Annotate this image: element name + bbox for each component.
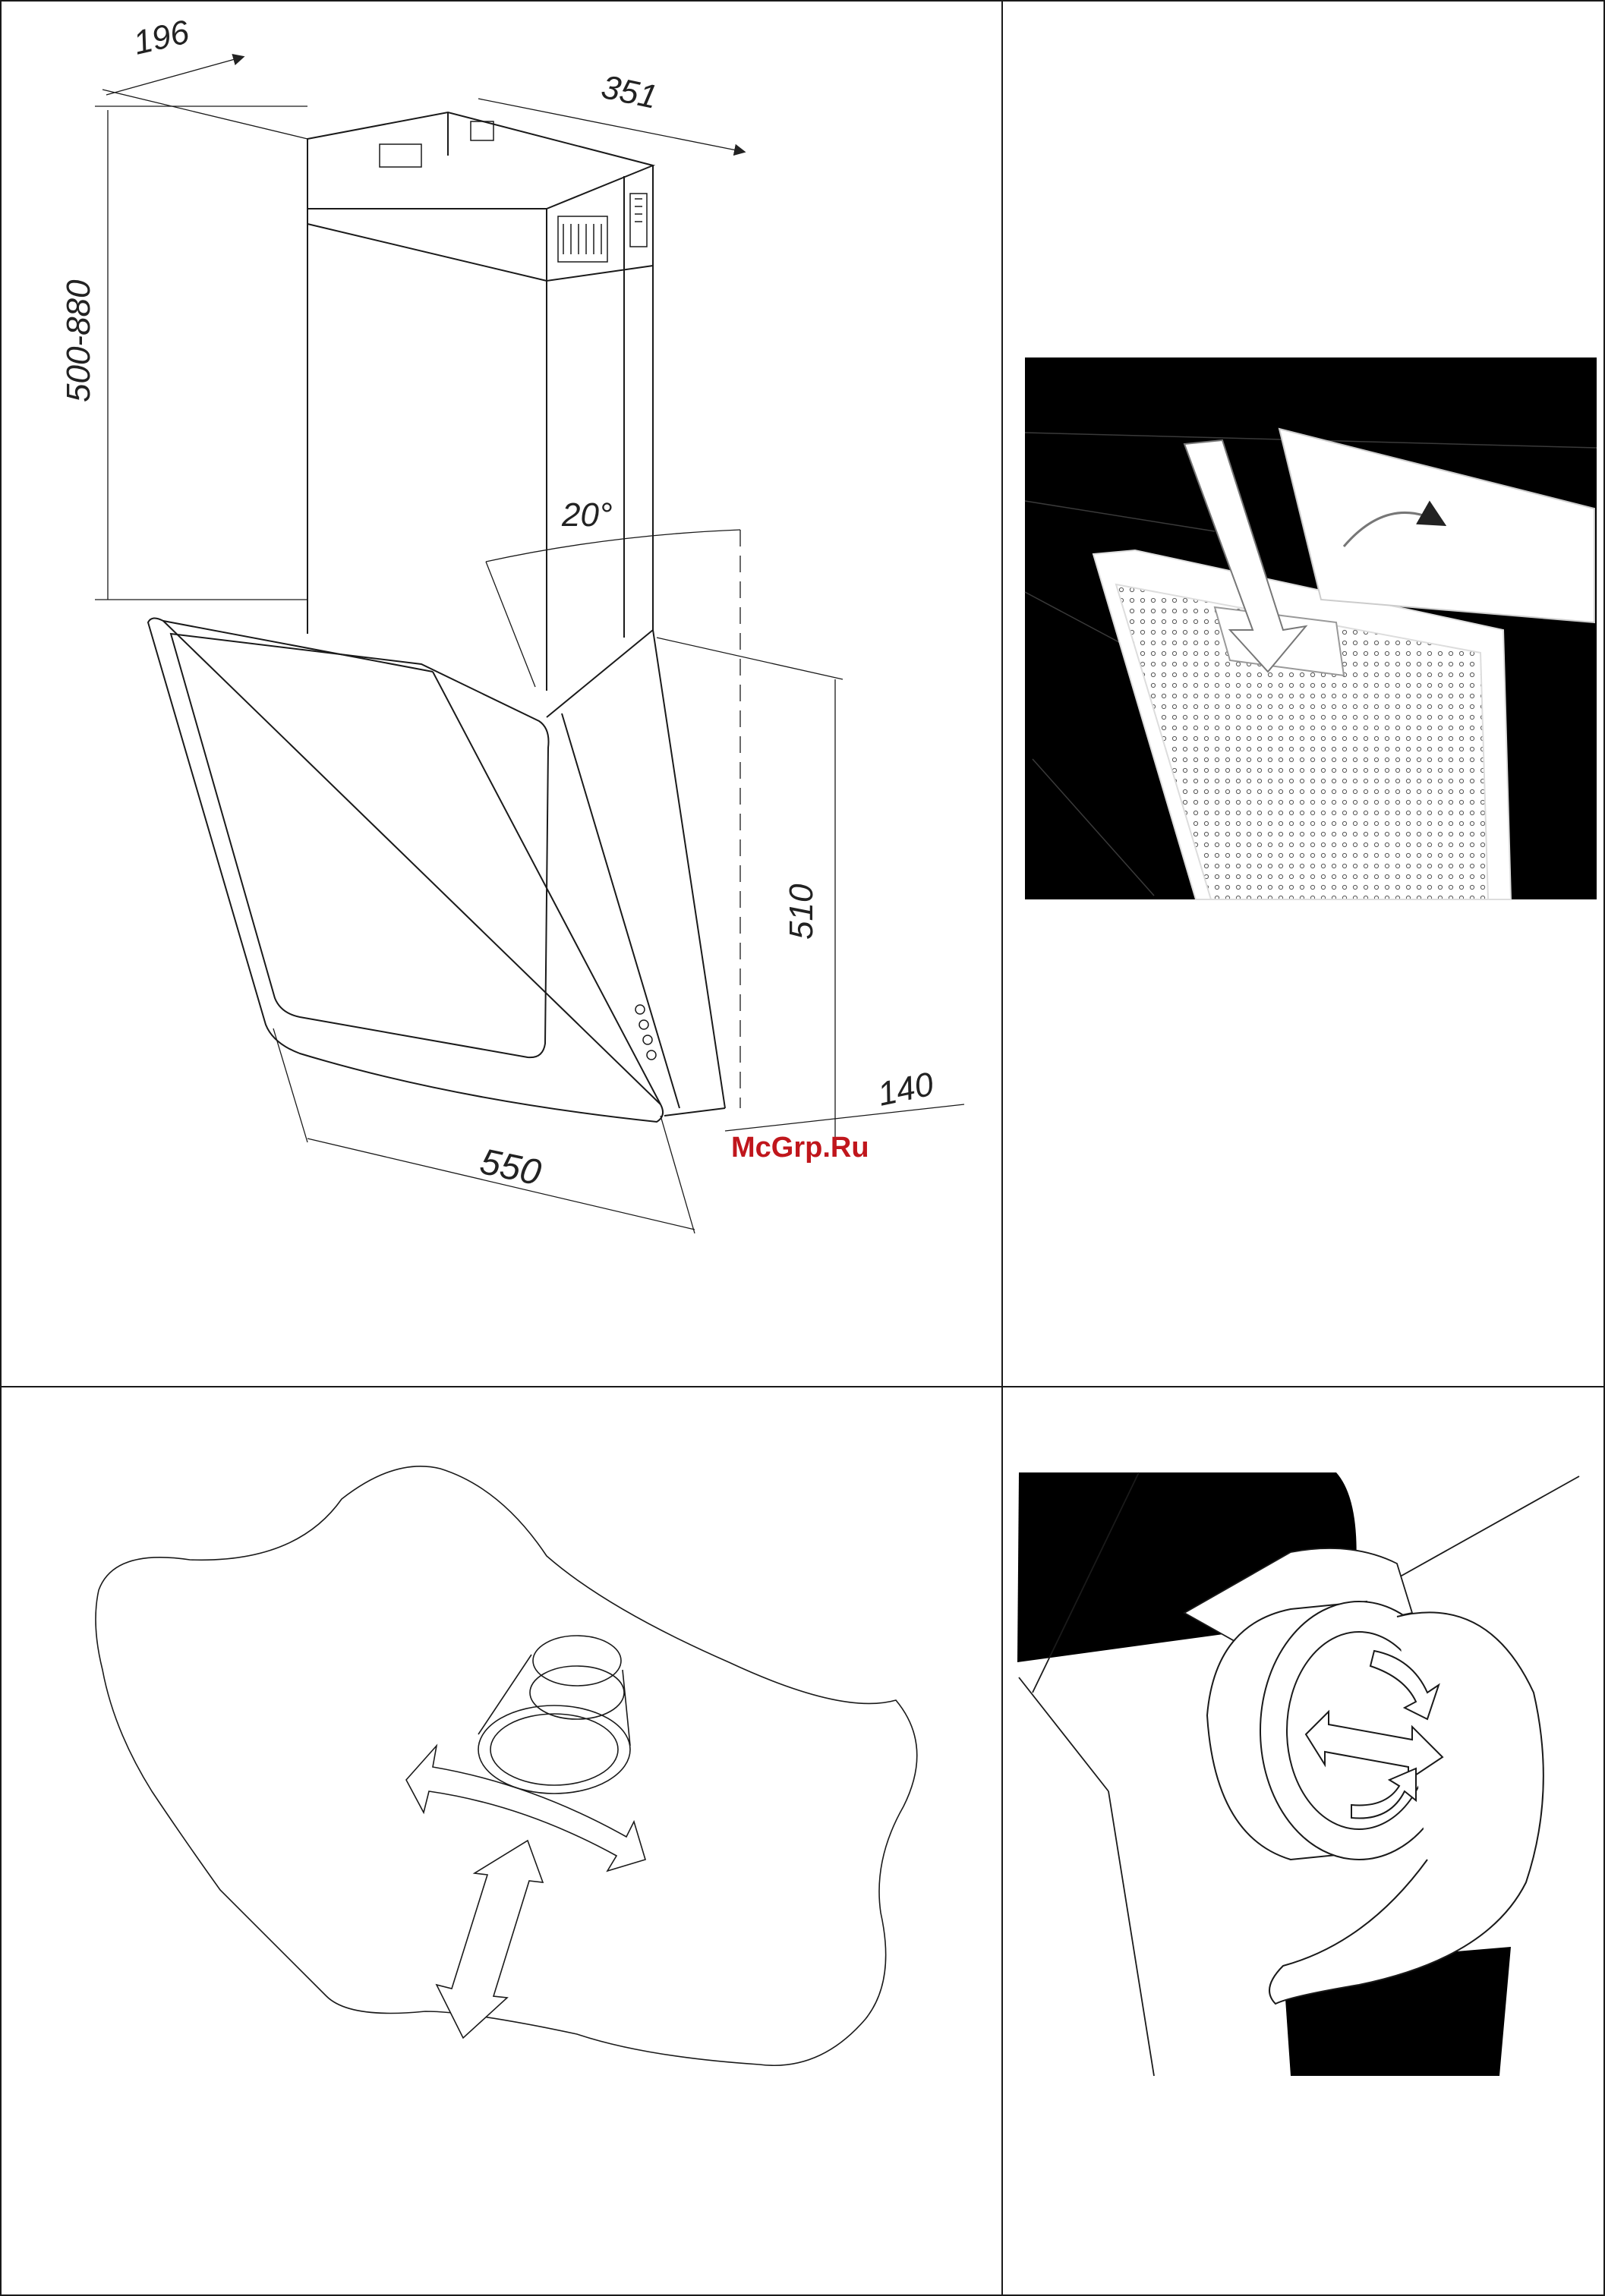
dim-20-degrees: 20°: [561, 496, 613, 534]
dim-140: 140: [875, 1065, 938, 1113]
duct-connection-illustration: [1017, 1472, 1581, 2076]
dim-500-880: 500-880: [60, 279, 97, 402]
chimney: [307, 112, 653, 691]
hood-glass-panel: [148, 618, 725, 1122]
hood-dimension-drawing: 196 351 500-880 20° 510 140 550 McGrp.Ru: [60, 13, 964, 1233]
dim-351: 351: [598, 68, 661, 116]
wall-flange-illustration: [96, 1466, 917, 2065]
dim-196: 196: [130, 13, 193, 61]
dim-550: 550: [477, 1142, 545, 1194]
watermark: McGrp.Ru: [731, 1132, 869, 1164]
duct-flange: [478, 1636, 630, 1794]
vertical-adjust-arrow-icon: [437, 1841, 543, 2038]
dim-510: 510: [783, 883, 820, 940]
control-buttons: [635, 1005, 656, 1060]
wall-outline: [96, 1466, 917, 2065]
filter-installation-illustration: [1025, 357, 1597, 899]
